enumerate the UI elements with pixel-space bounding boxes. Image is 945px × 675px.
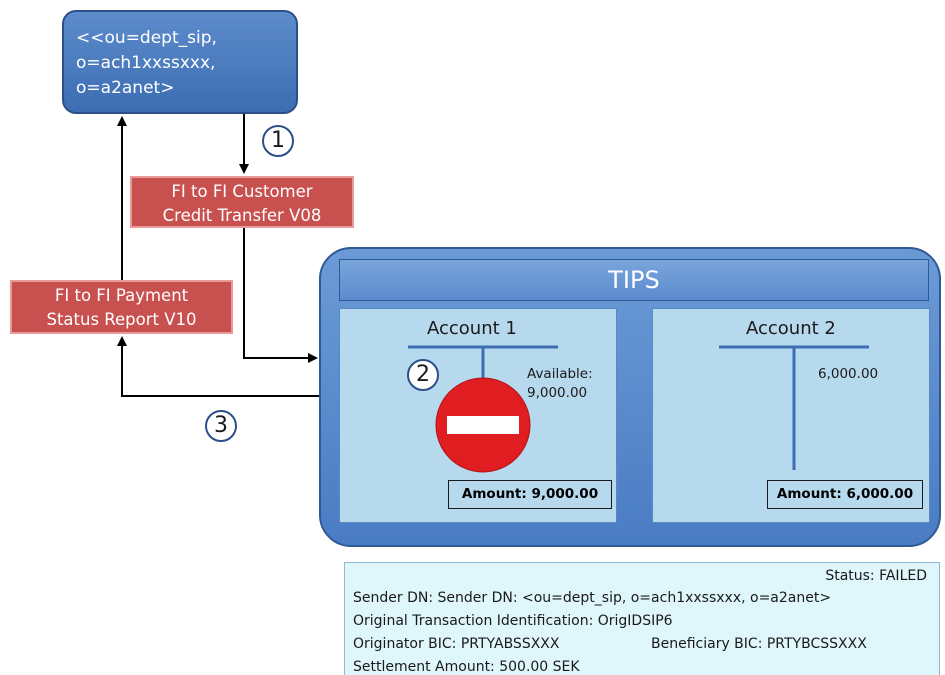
account-2-title: Account 2	[746, 318, 836, 339]
sender-dn-box: <<ou=dept_sip, o=ach1xxssxxx, o=a2anet>	[62, 10, 298, 114]
beneficiary-bic-text: Beneficiary BIC: PRTYBCSSXXX	[651, 636, 867, 652]
status-text: Status: FAILED	[825, 568, 927, 584]
account-1-available-value: 9,000.00	[527, 385, 588, 401]
report-message-line-1: FI to FI Payment	[54, 286, 189, 305]
sender-dn-line-1: <<ou=dept_sip,	[76, 28, 217, 48]
sender-dn-line-2: o=ach1xxssxxx,	[76, 53, 216, 73]
account-1-amount: Amount: 9,000.00	[448, 480, 612, 509]
status-panel: Status: FAILED Sender DN: Sender DN: <ou…	[344, 562, 940, 675]
account-2-amount: Amount: 6,000.00	[767, 480, 923, 509]
originator-bic-text: Originator BIC: PRTYABSSXXX	[353, 636, 560, 652]
request-message-line-2: Credit Transfer V08	[162, 206, 322, 225]
account-2-value: 6,000.00	[818, 366, 879, 382]
tips-title: TIPS	[339, 259, 929, 301]
report-message-line-2: Status Report V10	[46, 310, 197, 329]
sender-dn-line-3: o=a2anet>	[76, 78, 175, 98]
report-message-box: FI to FI Payment Status Report V10	[10, 280, 233, 334]
account-1-title: Account 1	[427, 318, 517, 339]
request-message-line-1: FI to FI Customer	[171, 182, 313, 201]
arrow-tips-to-report	[117, 336, 320, 397]
step-2-marker: 2	[407, 359, 439, 391]
step-1-marker: 1	[262, 125, 294, 157]
step-3-marker: 3	[205, 410, 237, 442]
request-message-box: FI to FI Customer Credit Transfer V08	[130, 176, 354, 228]
account-1-available-label: Available:	[527, 366, 593, 382]
arrow-request-to-tips	[243, 228, 318, 363]
orig-tx-id-text: Original Transaction Identification: Ori…	[353, 613, 673, 629]
settlement-amount-text: Settlement Amount: 500.00 SEK	[353, 659, 580, 675]
sender-dn-text: Sender DN: Sender DN: <ou=dept_sip, o=ac…	[353, 590, 832, 606]
